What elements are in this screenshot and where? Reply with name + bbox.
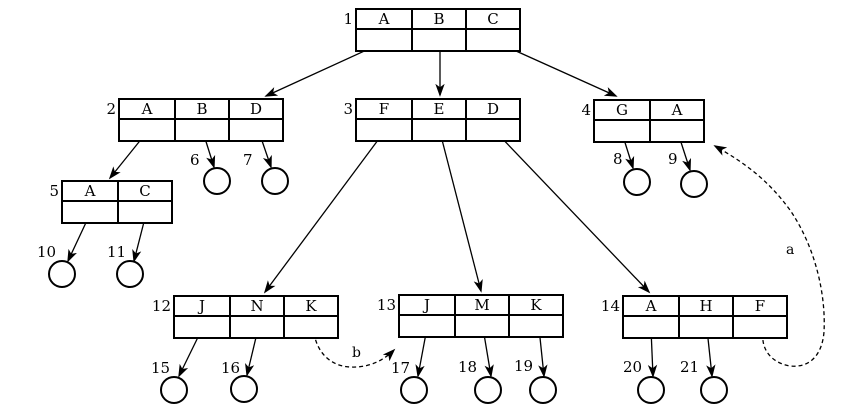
leaf-circle-8 (623, 168, 651, 196)
node-12-pointer-2 (283, 317, 337, 337)
dashed-link-b (313, 332, 396, 368)
node-13-cell-2: K (508, 296, 562, 316)
leaf-circle-11 (116, 260, 144, 288)
node-13: 13 J M K (377, 294, 564, 338)
node-14-pointer-1 (678, 317, 732, 337)
node-3-pointer-0 (357, 120, 411, 140)
node-1-cell-1: B (411, 10, 465, 30)
node-13-pointer-0 (400, 316, 454, 336)
node-3-pointer-1 (411, 120, 465, 140)
node-5-pointer-1 (117, 202, 171, 222)
node-4-cell-0: G (595, 101, 649, 121)
leaf-circle-17 (400, 376, 428, 404)
leaf-label-18: 18 (458, 358, 478, 376)
node-3-cell-2: D (465, 100, 519, 120)
dashed-link-a (713, 145, 825, 367)
node-4-id: 4 (581, 101, 591, 119)
leaf-circle-15 (160, 376, 188, 404)
node-4-cell-1: A (649, 101, 703, 121)
leaf-label-10: 10 (37, 243, 57, 261)
node-1: 1 A B C (343, 8, 521, 52)
leaf-circle-9 (680, 170, 708, 198)
node-1-cell-2: C (465, 10, 519, 30)
leaf-label-21: 21 (680, 358, 700, 376)
edge-node3-to-node13 (439, 131, 483, 293)
node-2-cell-1: B (174, 100, 228, 120)
leaf-label-20: 20 (623, 358, 643, 376)
node-1-id: 1 (343, 10, 353, 28)
node-1-pointer-0 (357, 30, 411, 50)
node-2-pointer-2 (228, 120, 282, 140)
node-12: 12 J N K (152, 295, 339, 339)
node-5-cell-1: C (117, 182, 171, 202)
node-12-pointer-1 (229, 317, 283, 337)
leaf-label-8: 8 (613, 150, 623, 168)
node-1-cell-0: A (357, 10, 411, 30)
node-13-cell-0: J (400, 296, 454, 316)
leaf-label-6: 6 (190, 151, 200, 169)
node-12-cell-0: J (175, 297, 229, 317)
node-13-cell-1: M (454, 296, 508, 316)
node-5: 5 A C (49, 180, 173, 224)
node-3-cell-1: E (411, 100, 465, 120)
leaf-label-19: 19 (514, 357, 534, 375)
node-14-id: 14 (600, 297, 620, 315)
leaf-circle-20 (637, 376, 665, 404)
node-14-cell-2: F (732, 297, 786, 317)
node-13-pointer-2 (508, 316, 562, 336)
leaf-circle-19 (529, 376, 557, 404)
dashed-links (313, 145, 825, 368)
node-1-pointer-2 (465, 30, 519, 50)
node-14-pointer-0 (624, 317, 678, 337)
node-3-id: 3 (343, 100, 353, 118)
edge-label-a: a (786, 242, 795, 258)
leaf-circle-21 (700, 376, 728, 404)
node-3: 3 F E D (343, 98, 521, 142)
leaf-label-16: 16 (221, 359, 241, 377)
leaf-circle-6 (203, 167, 231, 195)
leaf-label-11: 11 (107, 243, 127, 261)
node-5-cell-0: A (63, 182, 117, 202)
node-12-id: 12 (151, 297, 171, 315)
node-1-pointer-1 (411, 30, 465, 50)
node-2-cell-2: D (228, 100, 282, 120)
node-12-cell-1: N (229, 297, 283, 317)
node-4-pointer-0 (595, 121, 649, 141)
node-12-cell-2: K (283, 297, 337, 317)
node-5-pointer-0 (63, 202, 117, 222)
edge-node3-to-node12 (263, 131, 385, 294)
edge-node3-to-node14 (495, 131, 651, 294)
node-3-pointer-2 (465, 120, 519, 140)
leaf-label-7: 7 (243, 151, 253, 169)
node-5-id: 5 (49, 182, 59, 200)
node-13-pointer-1 (454, 316, 508, 336)
node-14-cell-0: A (624, 297, 678, 317)
leaf-circle-7 (261, 167, 289, 195)
node-2-cell-0: A (120, 100, 174, 120)
leaf-label-17: 17 (391, 359, 411, 377)
node-2: 2 A B D (106, 98, 284, 142)
edge-label-b: b (352, 345, 361, 361)
leaf-circle-18 (474, 376, 502, 404)
node-3-cell-0: F (357, 100, 411, 120)
node-4: 4 G A (581, 99, 705, 143)
node-2-pointer-0 (120, 120, 174, 140)
leaf-label-9: 9 (668, 150, 678, 168)
node-14-pointer-2 (732, 317, 786, 337)
node-2-id: 2 (106, 100, 116, 118)
node-14: 14 A H F (601, 295, 788, 339)
node-4-pointer-1 (649, 121, 703, 141)
node-14-cell-1: H (678, 297, 732, 317)
leaf-circle-16 (230, 375, 258, 403)
pointer-bullets (85, 37, 768, 334)
leaf-circle-10 (48, 260, 76, 288)
node-13-id: 13 (376, 296, 396, 314)
leaf-label-15: 15 (151, 359, 171, 377)
node-12-pointer-0 (175, 317, 229, 337)
leaf-circles (48, 167, 728, 404)
node-2-pointer-1 (174, 120, 228, 140)
